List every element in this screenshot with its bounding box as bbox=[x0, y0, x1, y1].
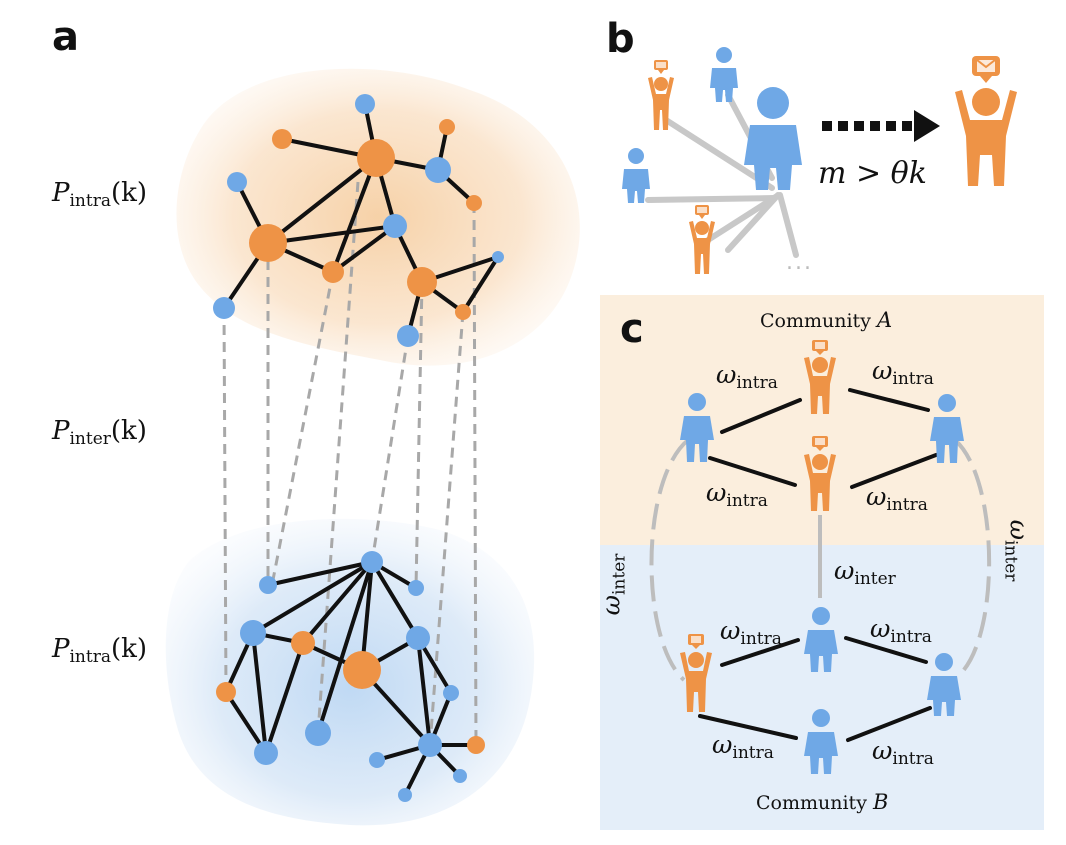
omega-inter-label: ωinter bbox=[834, 556, 896, 589]
person-icon-orange-notified bbox=[804, 340, 836, 414]
top-layer-nodes bbox=[213, 94, 504, 347]
inter-community-links bbox=[649, 438, 992, 682]
omega-inter-label-left: ωinter bbox=[596, 553, 630, 616]
omega-inter-label-right: ωinter bbox=[1000, 519, 1034, 582]
omega-intra-label: ωintra bbox=[716, 360, 778, 393]
community-a-region bbox=[600, 295, 1044, 545]
node bbox=[291, 631, 315, 655]
node bbox=[305, 720, 331, 746]
node bbox=[272, 129, 292, 149]
node bbox=[213, 297, 235, 319]
node bbox=[254, 741, 278, 765]
node bbox=[443, 685, 459, 701]
label-p-intra-top: Pintra(k) bbox=[52, 178, 148, 211]
label-p-intra-bottom: Pintra(k) bbox=[52, 634, 148, 667]
person-icon-blue bbox=[927, 653, 961, 716]
node bbox=[322, 261, 344, 283]
person-icon-orange-notified bbox=[680, 634, 712, 712]
omega-intra-label: ωintra bbox=[712, 730, 774, 763]
node bbox=[383, 214, 407, 238]
node bbox=[216, 682, 236, 702]
person-icon-orange-notified-large bbox=[955, 56, 1017, 186]
node bbox=[467, 736, 485, 754]
node bbox=[406, 626, 430, 650]
person-icon-blue bbox=[710, 47, 738, 102]
layer-top-blob bbox=[176, 68, 580, 366]
person-icon-blue bbox=[680, 393, 714, 462]
node bbox=[398, 788, 412, 802]
intra-community-links bbox=[698, 388, 938, 742]
panel-label-a: a bbox=[52, 14, 79, 60]
panel-b-links bbox=[645, 92, 799, 258]
node bbox=[361, 551, 383, 573]
threshold-condition: m > θk bbox=[818, 156, 927, 191]
node bbox=[407, 267, 437, 297]
person-icon-orange-notified bbox=[689, 205, 715, 274]
node bbox=[425, 157, 451, 183]
node bbox=[453, 769, 467, 783]
person-icon-orange-notified bbox=[804, 436, 836, 511]
omega-intra-label: ωintra bbox=[872, 736, 934, 769]
person-icon-orange-notified bbox=[648, 60, 674, 130]
omega-intra-label: ωintra bbox=[870, 614, 932, 647]
node bbox=[397, 325, 419, 347]
label-p-inter: Pinter(k) bbox=[52, 416, 147, 449]
bottom-layer-edges bbox=[224, 560, 478, 797]
node bbox=[343, 651, 381, 689]
omega-intra-label: ωintra bbox=[720, 616, 782, 649]
person-icon-blue bbox=[622, 148, 650, 203]
person-icon-blue-large bbox=[744, 87, 802, 190]
node bbox=[408, 580, 424, 596]
bottom-layer-nodes bbox=[216, 551, 485, 802]
panel-label-b: b bbox=[606, 16, 635, 62]
panel-label-c: c bbox=[620, 306, 644, 352]
node bbox=[492, 251, 504, 263]
more-neighbors-ellipsis: ... bbox=[786, 250, 813, 275]
omega-intra-label: ωintra bbox=[872, 356, 934, 389]
node bbox=[240, 620, 266, 646]
person-icon-blue bbox=[930, 394, 964, 463]
node bbox=[357, 139, 395, 177]
node bbox=[259, 576, 277, 594]
person-icon-blue bbox=[804, 709, 838, 774]
omega-intra-label: ωintra bbox=[706, 478, 768, 511]
community-a-label: Community A bbox=[760, 308, 893, 332]
node bbox=[455, 304, 471, 320]
arrow-dotted bbox=[822, 110, 940, 142]
node bbox=[418, 733, 442, 757]
node bbox=[466, 195, 482, 211]
node bbox=[369, 752, 385, 768]
community-b-label: Community B bbox=[756, 790, 889, 814]
node bbox=[355, 94, 375, 114]
person-icon-blue bbox=[804, 607, 838, 672]
node bbox=[439, 119, 455, 135]
node bbox=[227, 172, 247, 192]
node bbox=[249, 224, 287, 262]
omega-intra-label: ωintra bbox=[866, 482, 928, 515]
